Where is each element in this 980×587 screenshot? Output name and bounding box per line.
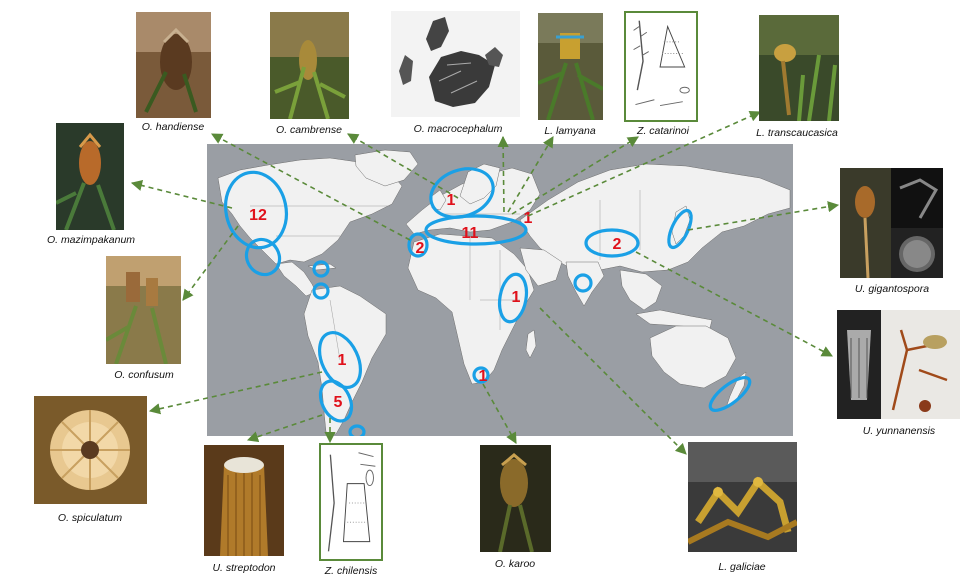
label-o-handiense: O. handiense <box>141 121 205 133</box>
arabia <box>519 247 563 287</box>
arrow-o-mazimpakanum <box>130 180 233 209</box>
photo-l-lamyana <box>538 13 603 120</box>
arrow-o-karoo <box>482 383 517 444</box>
world-map: 12 1 2 11 1 2 1 1 5 1 <box>207 144 793 436</box>
label-z-chilensis: Z. chilensis <box>324 565 378 577</box>
photo-o-macrocephalum <box>391 11 520 117</box>
region-china <box>584 228 640 258</box>
arrow-o-confusum <box>182 225 239 301</box>
arrow-u-gigantospora <box>687 201 840 231</box>
photo-l-transcaucasica <box>759 15 839 121</box>
photo-u-gigantospora <box>840 168 943 278</box>
label-o-macrocephalum: O. macrocephalum <box>413 123 503 135</box>
arrow-u-streptodon <box>246 414 323 443</box>
arrow-o-spiculatum <box>148 371 323 415</box>
label-o-mazimpakanum: O. mazimpakanum <box>46 234 136 246</box>
drawing-z-catarinoi <box>624 11 698 122</box>
arrow-o-cambrense <box>347 133 459 199</box>
region-central-andes <box>317 331 363 389</box>
occurrence-areas <box>224 167 752 436</box>
region-patagonia <box>348 424 366 436</box>
label-o-confusum: O. confusum <box>114 369 174 381</box>
label-o-karoo: O. karoo <box>494 558 536 570</box>
region-new-zealand <box>708 376 752 412</box>
count-east-africa: 1 <box>512 289 521 306</box>
drawing-z-chilensis <box>319 443 383 561</box>
india <box>565 261 605 307</box>
region-western-north-america <box>224 170 288 250</box>
count-iberia: 2 <box>416 240 425 257</box>
indonesia <box>635 309 713 329</box>
photo-o-mazimpakanum <box>56 123 124 230</box>
photo-u-yunnanensis <box>837 310 960 419</box>
label-u-streptodon: U. streptodon <box>212 562 276 574</box>
count-western-north-america: 12 <box>249 207 267 224</box>
africa <box>407 233 535 385</box>
region-sri-lanka <box>573 273 593 293</box>
count-southern-andes: 5 <box>334 394 343 411</box>
photo-o-spiculatum <box>34 396 147 504</box>
arrow-l-lamyana <box>507 136 554 213</box>
region-iberia <box>407 232 429 258</box>
region-mediterranean <box>424 214 528 246</box>
label-o-spiculatum: O. spiculatum <box>57 512 123 524</box>
label-o-cambrense: O. cambrense <box>276 124 342 136</box>
label-l-galiciae: L. galiciae <box>718 561 766 573</box>
region-mexico <box>244 237 282 277</box>
arrow-l-galiciae <box>539 307 687 455</box>
region-venezuela <box>312 282 330 300</box>
label-l-lamyana: L. lamyana <box>544 125 596 137</box>
label-u-yunnanensis: U. yunnanensis <box>862 425 936 437</box>
region-southern-andes <box>318 379 354 423</box>
region-east-africa <box>497 272 529 324</box>
arrow-o-handiense <box>211 133 411 241</box>
region-japan <box>667 208 693 250</box>
count-mediterranean: 11 <box>462 225 479 242</box>
greenland <box>354 149 419 187</box>
photo-o-karoo <box>480 445 551 552</box>
region-caribbean <box>312 260 330 278</box>
label-l-transcaucasica: L. transcaucasica <box>756 127 838 139</box>
north-america <box>217 157 403 265</box>
photo-o-cambrense <box>270 12 349 119</box>
count-northern-europe: 1 <box>447 192 456 209</box>
southeast-asia <box>619 269 663 311</box>
photo-o-handiense <box>136 12 211 118</box>
region-south-africa <box>472 366 490 384</box>
photo-l-galiciae <box>688 442 797 552</box>
count-south-africa: 1 <box>479 368 488 385</box>
arrow-l-transcaucasica <box>527 111 762 217</box>
scandinavia <box>459 163 501 205</box>
label-z-catarinoi: Z. catarinoi <box>637 125 689 137</box>
photo-o-confusum <box>106 256 181 364</box>
count-central-andes: 1 <box>338 352 347 369</box>
label-u-gigantospora: U. gigantospora <box>854 283 930 295</box>
arrow-z-catarinoi <box>511 136 639 215</box>
madagascar <box>525 329 537 359</box>
australia <box>649 325 737 389</box>
arrow-o-macrocephalum <box>497 135 509 213</box>
arrow-u-yunnanensis <box>635 251 833 357</box>
count-caucasus: 1 <box>524 210 533 227</box>
photo-u-streptodon <box>204 445 284 556</box>
count-china: 2 <box>613 236 622 253</box>
